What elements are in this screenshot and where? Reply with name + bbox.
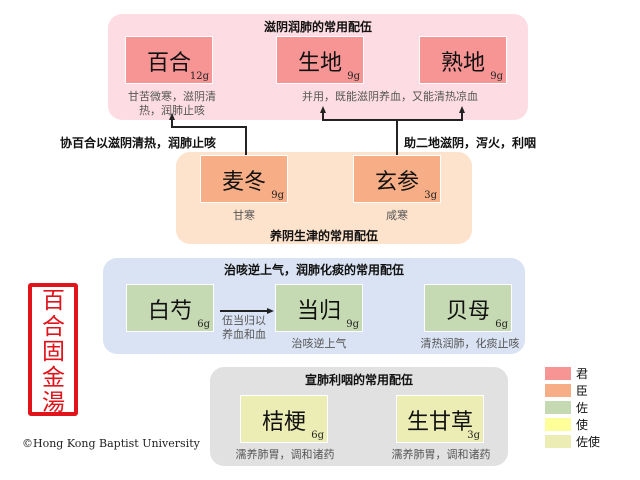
seal-text: 百合固金湯 [42, 288, 65, 416]
connector-line [220, 310, 267, 312]
herb-dose: 6g [197, 319, 210, 330]
herb-dose: 6g [311, 430, 324, 441]
herb-name: 百合 [146, 51, 191, 76]
note-maidong: 甘寒 [233, 209, 255, 222]
herb-name: 熟地 [440, 51, 485, 76]
arrow-head-icon [267, 308, 274, 314]
legend-label: 使 [576, 418, 589, 432]
group-title: 治咳逆上气，润肺化痰的常用配伍 [223, 263, 404, 277]
connector-line [322, 110, 324, 120]
herb-dose: 12g [189, 71, 209, 82]
arrow-head-icon [169, 113, 175, 120]
legend-swatch-chen [545, 384, 571, 397]
herb-baishao: 白芍 6g [126, 284, 214, 332]
herb-danggui: 当归 9g [275, 284, 363, 332]
legend-label: 佐使 [576, 435, 601, 449]
legend-swatch-shi [545, 418, 571, 431]
formula-seal: 百合固金湯 [28, 283, 78, 416]
group-title: 宣肺利咽的常用配伍 [304, 373, 413, 387]
arrow-head-icon [320, 106, 326, 113]
herb-shudi: 熟地 9g [419, 36, 507, 84]
copyright: ©Hong Kong Baptist University [22, 437, 200, 450]
herb-xuanshen: 玄参 3g [353, 155, 441, 203]
herb-shengdi: 生地 9g [276, 36, 364, 84]
herb-dose: 9g [347, 71, 360, 82]
herb-dose: 9g [490, 71, 503, 82]
note-beimu: 清热润肺，化痰止咳 [420, 337, 520, 350]
note-xuanshen: 咸寒 [386, 209, 408, 222]
arrow-label-left: 协百合以滋阴清热，润肺止咳 [60, 136, 217, 150]
note-shenggancao: 濡养肺胃，调和诸药 [391, 448, 491, 461]
herb-beimu: 贝母 6g [424, 284, 512, 332]
herb-dose: 9g [346, 319, 359, 330]
herb-name: 玄参 [374, 170, 419, 195]
group-title: 养阴生津的常用配伍 [269, 229, 378, 243]
legend-swatch-zuoshi [545, 435, 571, 448]
legend-swatch-zuo [545, 401, 571, 414]
herb-name: 生地 [297, 51, 342, 76]
legend-label: 佐 [576, 401, 589, 415]
note-jiegeng: 濡养肺胃，调和诸药 [235, 448, 335, 461]
group-title: 滋阴润肺的常用配伍 [263, 20, 372, 34]
herb-name: 贝母 [445, 299, 490, 324]
connector-line [461, 110, 463, 120]
herb-name: 麦冬 [221, 170, 266, 195]
note-danggui: 治咳逆上气 [291, 337, 347, 350]
herb-maidong: 麦冬 9g [200, 155, 288, 203]
herb-dose: 9g [271, 190, 284, 201]
arrow-label-baishao: 伍当归以养血和血 [222, 314, 266, 341]
arrow-head-icon [459, 106, 465, 113]
connector-line [322, 119, 463, 121]
herb-name: 白芍 [147, 299, 192, 324]
legend-swatch-jun [545, 367, 571, 380]
arrow-label-right: 助二地滋阴，泻火，利咽 [404, 136, 537, 150]
herb-name: 生甘草 [406, 410, 473, 435]
connector-line [245, 126, 247, 155]
connector-line [396, 120, 398, 155]
legend-label: 臣 [576, 384, 589, 398]
herb-name: 桔梗 [261, 410, 306, 435]
note-shengdi-shudi: 并用，既能滋阴养血，又能清热凉血 [302, 90, 478, 103]
note-baihe: 甘苦微寒，滋阴清热，润肺止咳 [128, 90, 216, 117]
legend-label: 君 [576, 367, 589, 381]
herb-jiegeng: 桔梗 6g [240, 395, 328, 443]
herb-dose: 3g [424, 190, 437, 201]
connector-line [171, 118, 173, 128]
connector-line [171, 126, 247, 128]
herb-dose: 6g [495, 319, 508, 330]
herb-dose: 3g [467, 430, 480, 441]
herb-name: 当归 [296, 299, 341, 324]
